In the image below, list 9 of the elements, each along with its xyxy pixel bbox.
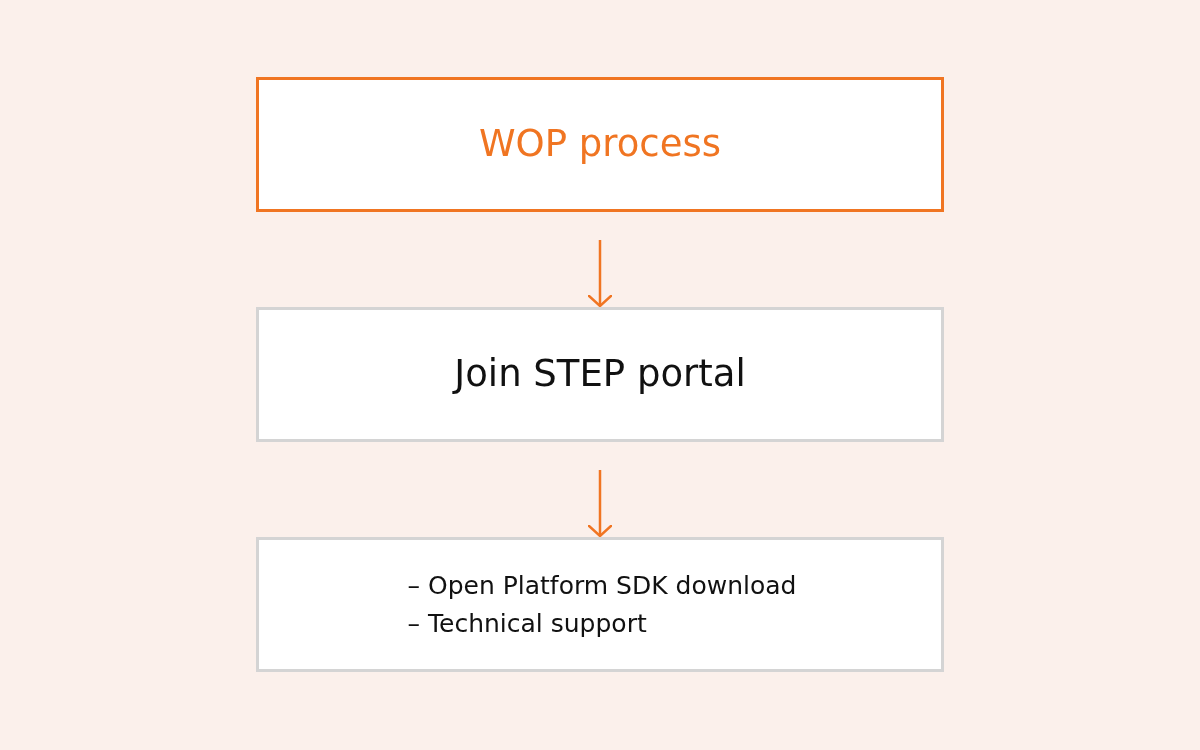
process-box (256, 537, 944, 672)
arrow (586, 470, 614, 538)
list-item-text: – Open Platform SDK download (407, 570, 797, 602)
list-item-text: – Technical support (407, 607, 647, 640)
process-box (256, 307, 944, 442)
process-box (256, 77, 944, 212)
box-title: WOP process (479, 122, 721, 167)
arrow (586, 240, 614, 308)
box-title: Join STEP portal (454, 352, 746, 397)
